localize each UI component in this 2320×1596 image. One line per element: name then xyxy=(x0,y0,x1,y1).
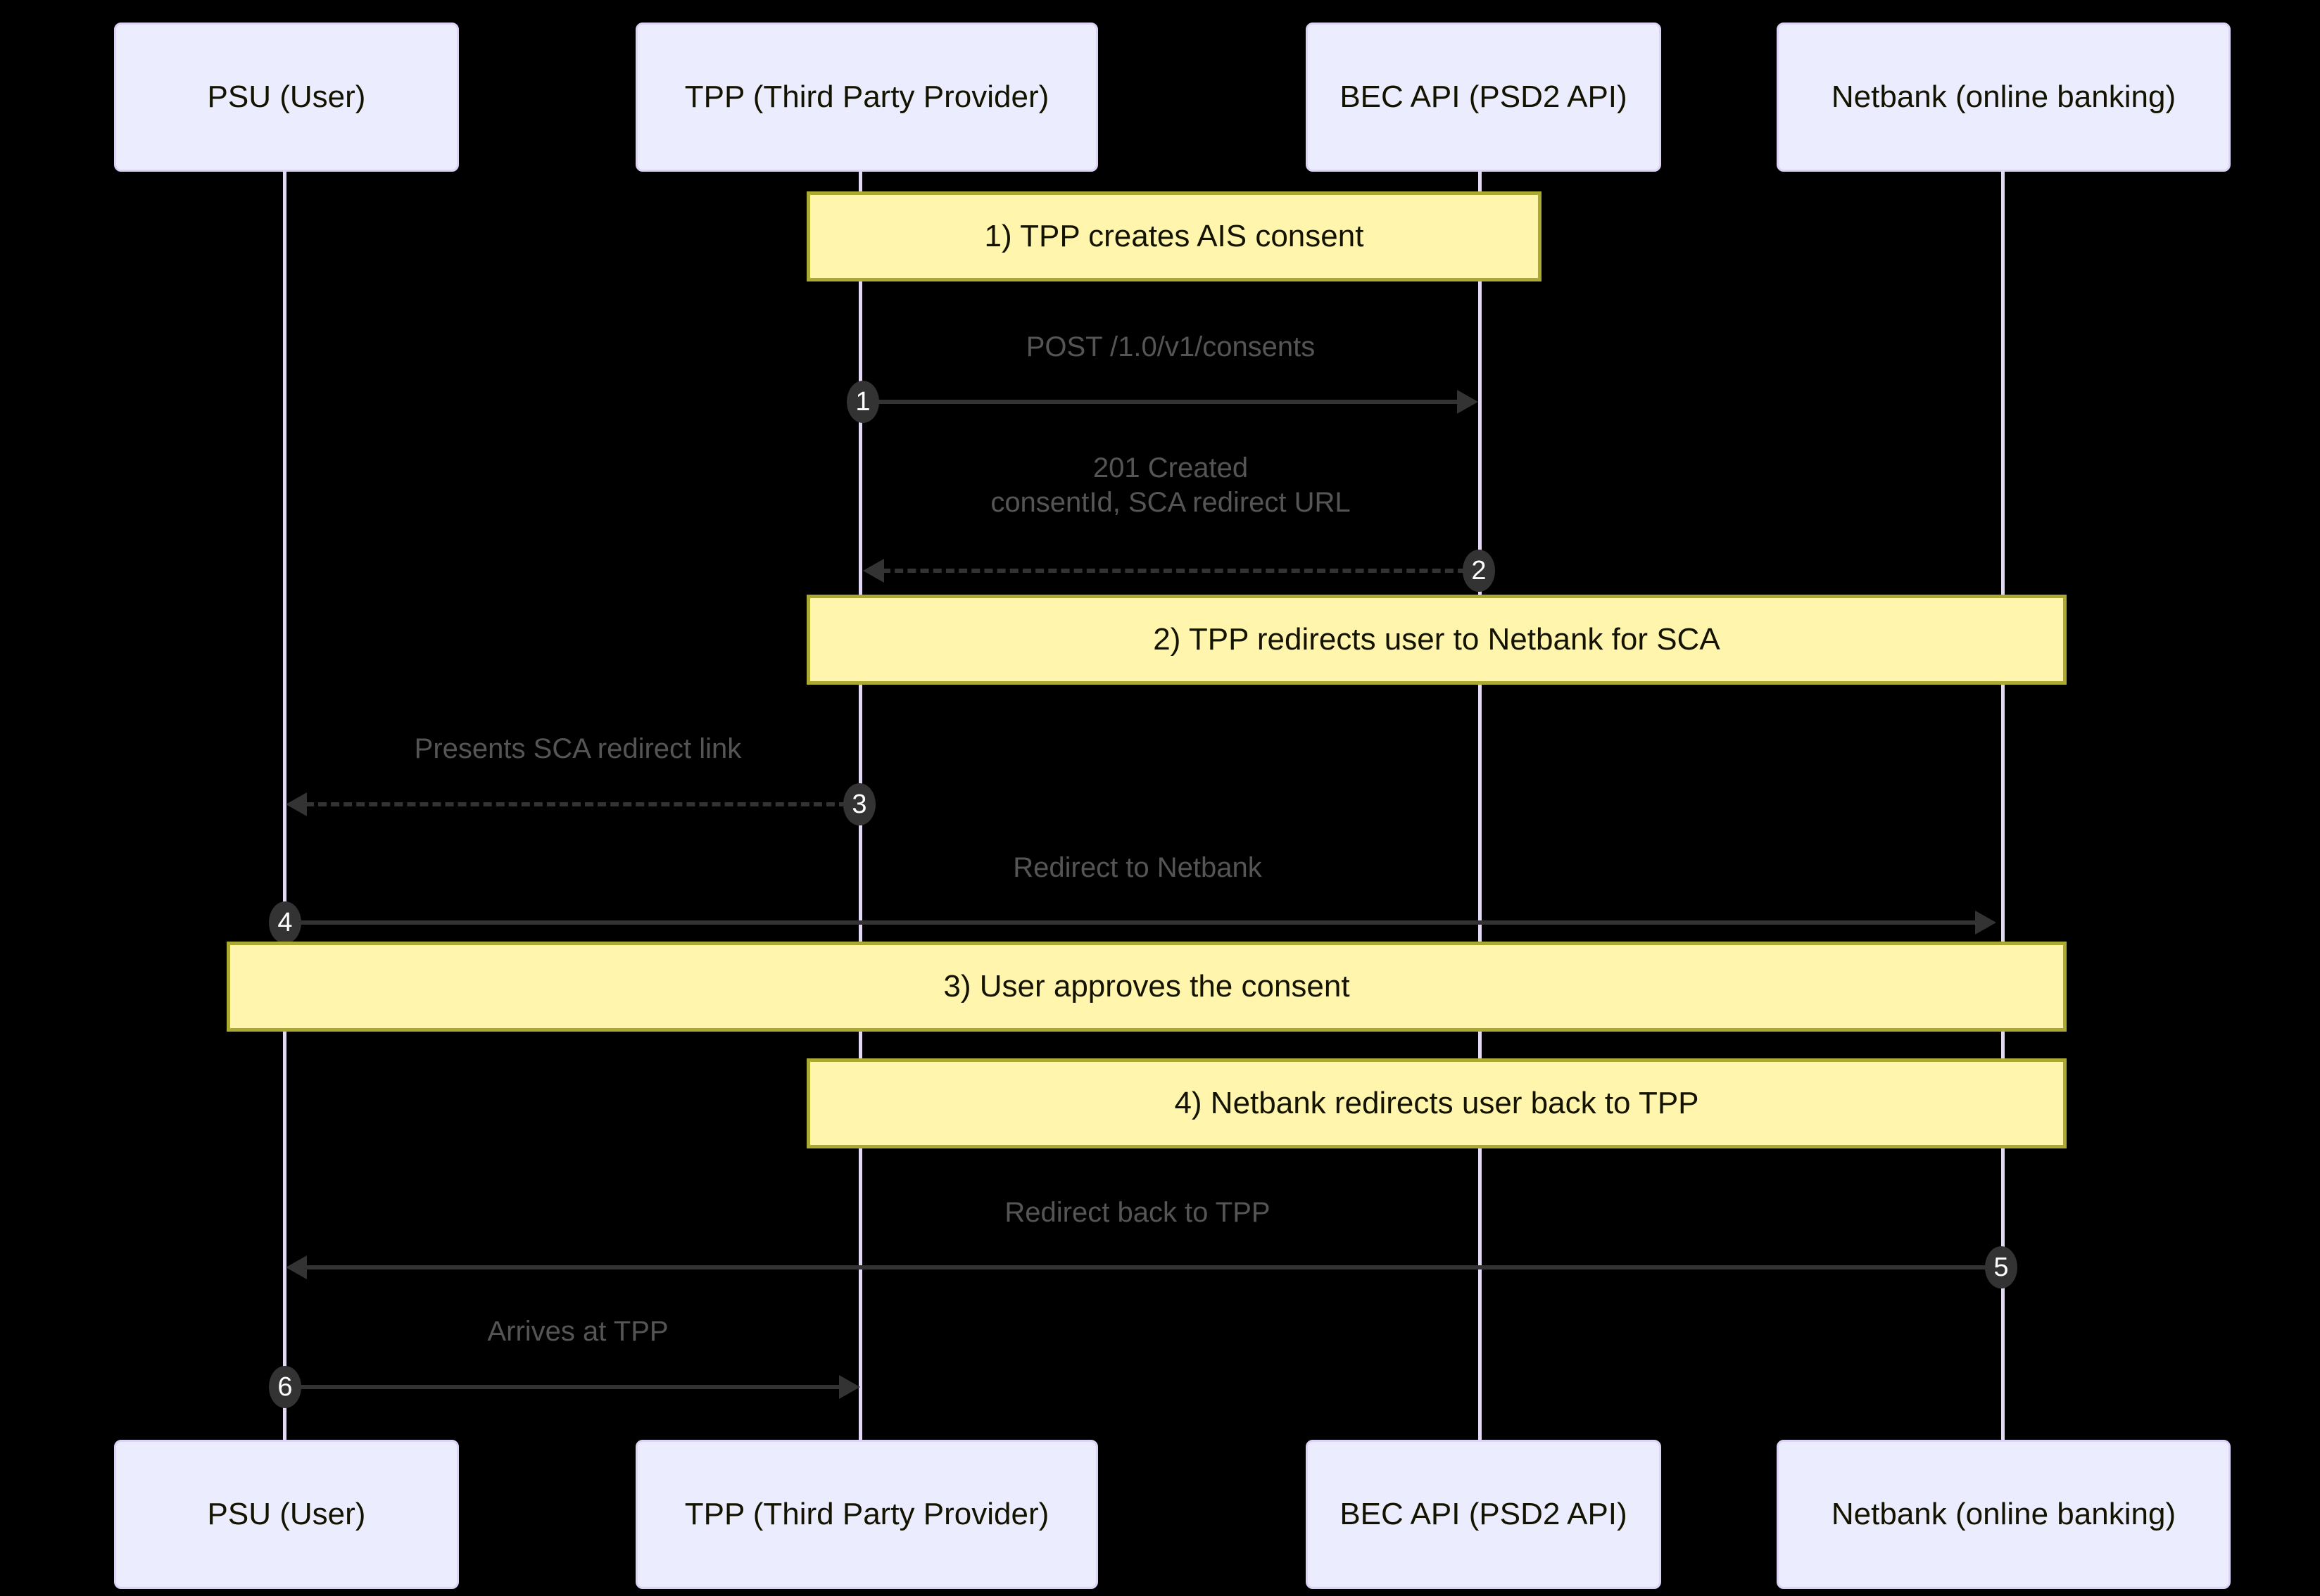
message-2-label: 201 Created consentId, SCA redirect URL xyxy=(990,452,1351,518)
message-5-arrowhead xyxy=(286,1255,307,1279)
message-4-arrowhead xyxy=(1975,911,1996,935)
participant-label-netbank-bottom: Netbank (online banking) xyxy=(1831,1496,2176,1531)
message-3-arrowhead xyxy=(286,792,307,816)
message-1-sequence-number: 1 xyxy=(847,381,879,423)
note-4-text: 4) Netbank redirects user back to TPP xyxy=(1174,1085,1699,1120)
message-4-line xyxy=(294,920,1982,925)
note-2-text: 2) TPP redirects user to Netbank for SCA xyxy=(1153,621,1720,657)
participant-top-netbank[interactable]: Netbank (online banking) xyxy=(1777,23,2231,172)
participant-label-bec-bottom: BEC API (PSD2 API) xyxy=(1339,1496,1627,1531)
message-6-arrowhead xyxy=(839,1375,860,1399)
message-6-sequence-number: 6 xyxy=(269,1366,301,1408)
message-3-line xyxy=(305,802,847,806)
participant-bottom-bec[interactable]: BEC API (PSD2 API) xyxy=(1306,1440,1661,1589)
note-2: 2) TPP redirects user to Netbank for SCA xyxy=(807,595,2067,685)
message-6-label: Arrives at TPP xyxy=(487,1316,669,1347)
participant-bottom-psu[interactable]: PSU (User) xyxy=(114,1440,459,1589)
participant-top-psu[interactable]: PSU (User) xyxy=(114,23,459,172)
note-1: 1) TPP creates AIS consent xyxy=(807,191,1542,281)
participant-label-tpp-bottom: TPP (Third Party Provider) xyxy=(684,1496,1049,1531)
lifeline-psu xyxy=(283,170,286,1444)
participant-label-tpp: TPP (Third Party Provider) xyxy=(684,79,1049,114)
participant-bottom-tpp[interactable]: TPP (Third Party Provider) xyxy=(636,1440,1098,1589)
note-4: 4) Netbank redirects user back to TPP xyxy=(807,1058,2067,1148)
participant-label-netbank: Netbank (online banking) xyxy=(1831,79,2176,114)
note-3: 3) User approves the consent xyxy=(227,942,2067,1032)
lifeline-netbank xyxy=(2001,170,2005,1444)
participant-label-bec: BEC API (PSD2 API) xyxy=(1339,79,1627,114)
message-1-arrowhead xyxy=(1457,390,1478,414)
participant-bottom-netbank[interactable]: Netbank (online banking) xyxy=(1777,1440,2231,1589)
message-3-sequence-number: 3 xyxy=(843,783,876,825)
message-5-sequence-number: 5 xyxy=(1985,1246,2017,1288)
message-5-label: Redirect back to TPP xyxy=(1004,1197,1271,1228)
message-6-line xyxy=(294,1385,847,1389)
message-4-sequence-number: 4 xyxy=(269,901,301,944)
participant-label-psu-bottom: PSU (User) xyxy=(207,1496,366,1531)
participant-top-tpp[interactable]: TPP (Third Party Provider) xyxy=(636,23,1098,172)
message-1-label: POST /1.0/v1/consents xyxy=(1026,331,1316,362)
note-1-text: 1) TPP creates AIS consent xyxy=(984,218,1364,253)
message-2-sequence-number: 2 xyxy=(1463,550,1495,592)
participant-top-bec[interactable]: BEC API (PSD2 API) xyxy=(1306,23,1661,172)
lifeline-bec xyxy=(1478,170,1482,1444)
message-4-label: Redirect to Netbank xyxy=(1013,852,1262,883)
message-3-label: Presents SCA redirect link xyxy=(414,733,742,764)
message-1-line xyxy=(870,400,1465,404)
message-2-line xyxy=(882,569,1466,573)
message-2-arrowhead xyxy=(863,559,884,583)
message-5-line xyxy=(305,1265,1993,1269)
participant-label-psu: PSU (User) xyxy=(207,79,366,114)
note-3-text: 3) User approves the consent xyxy=(943,968,1350,1003)
